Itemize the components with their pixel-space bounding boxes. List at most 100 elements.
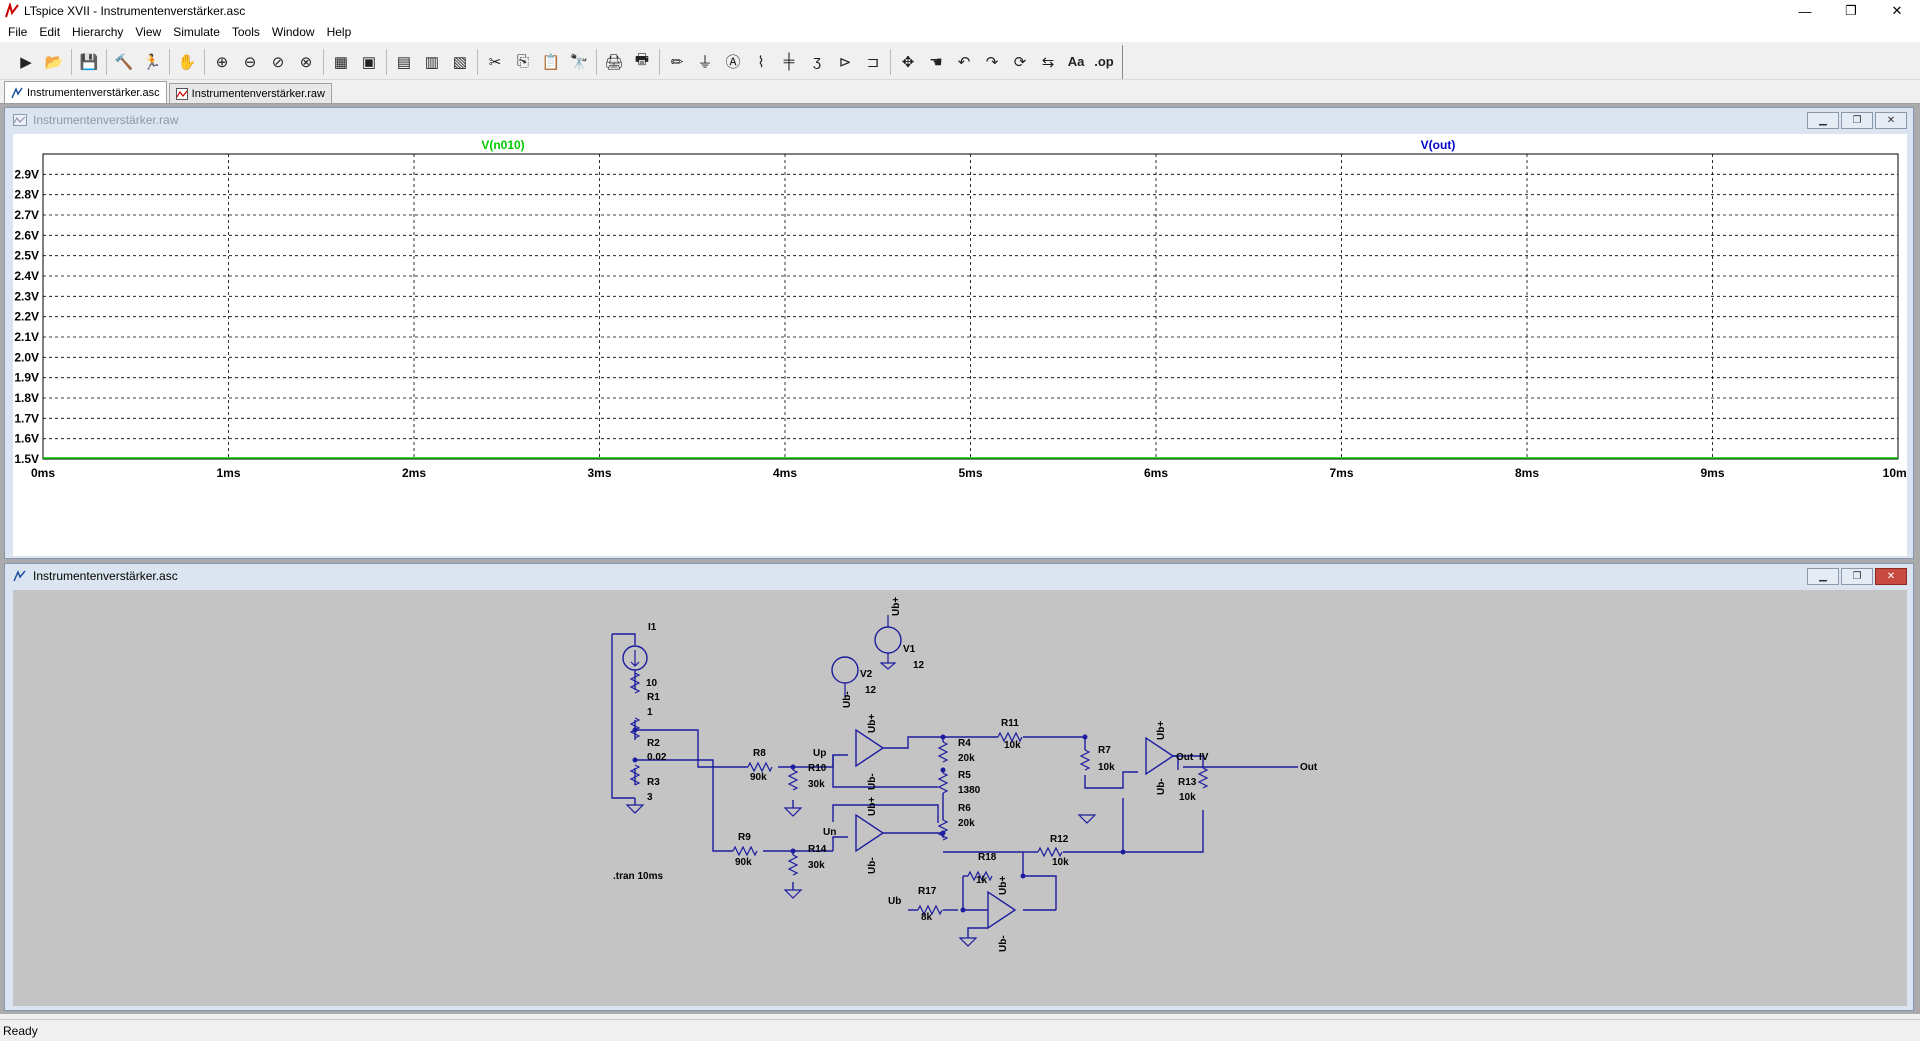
x-tick-label: 9ms: [1700, 466, 1724, 480]
value-r3: 3: [647, 792, 653, 803]
autorange-icon[interactable]: ▦: [333, 53, 349, 71]
net-ub-neg-u1: Ub-: [867, 773, 878, 790]
y-tick-label: 2.8V: [14, 188, 39, 202]
x-tick-label: 5ms: [958, 466, 982, 480]
label-r8: R8: [753, 748, 766, 759]
voltage-source-v2[interactable]: [831, 656, 859, 698]
minimize-button[interactable]: —: [1798, 3, 1812, 19]
spice-directive[interactable]: .tran 10ms: [613, 871, 663, 882]
move-icon[interactable]: ✥: [901, 53, 915, 71]
x-tick-label: 2ms: [402, 466, 426, 480]
restore-button[interactable]: ❐: [1845, 3, 1857, 18]
y-tick-label: 2.1V: [14, 330, 39, 344]
waveform-window-title: Instrumentenverstärker.raw: [33, 113, 179, 127]
schematic-icon: [13, 570, 26, 582]
tab-schematic[interactable]: Instrumentenverstärker.asc: [4, 81, 167, 103]
toolbar-separator: [169, 48, 170, 75]
schematic-minimize-button[interactable]: ▁: [1807, 568, 1839, 585]
text-icon[interactable]: Aa: [1067, 54, 1085, 69]
y-tick-label: 2.3V: [14, 289, 39, 303]
open-icon[interactable]: 📂: [44, 53, 64, 71]
tile-vertical-icon[interactable]: ▥: [424, 53, 440, 71]
control-panel-icon[interactable]: 🔨: [114, 53, 134, 71]
menu-hierarchy[interactable]: Hierarchy: [72, 25, 124, 39]
cascade-icon[interactable]: ▧: [452, 53, 468, 71]
drag-icon[interactable]: ☚: [929, 53, 943, 71]
diode-icon[interactable]: ⊳: [838, 53, 852, 71]
value-r14: 30k: [808, 860, 825, 871]
menu-help[interactable]: Help: [326, 25, 352, 39]
label-r2: R2: [647, 738, 660, 749]
spice-directive-icon[interactable]: .op: [1094, 54, 1114, 69]
cut-icon[interactable]: ✂: [488, 53, 502, 71]
net-out-local: Out: [1176, 752, 1194, 763]
net-ub-neg-u2: Ub-: [867, 857, 878, 874]
copy-icon[interactable]: ⎘: [516, 53, 529, 70]
paste-icon[interactable]: 📋: [541, 53, 561, 71]
save-icon[interactable]: 💾: [79, 53, 99, 71]
toolbar-separator: [596, 48, 597, 75]
fit-icon[interactable]: ▣: [361, 53, 377, 71]
redo-icon[interactable]: ↷: [985, 53, 999, 71]
print-icon[interactable]: 🖨: [604, 53, 624, 71]
ground-icon[interactable]: ⏚: [697, 54, 713, 71]
zoom-in-icon[interactable]: ⊕: [215, 53, 229, 71]
toolbar-separator: [106, 48, 107, 75]
halt-icon[interactable]: 🏃: [142, 53, 162, 71]
component-icon[interactable]: ⊐: [866, 53, 880, 71]
menu-tools[interactable]: Tools: [231, 25, 260, 39]
net-ub: Ub: [888, 896, 901, 907]
waveform-icon: [175, 87, 188, 100]
tab-waveform[interactable]: Instrumentenverstärker.raw: [168, 83, 332, 103]
waveform-close-button[interactable]: ✕: [1875, 112, 1907, 129]
menu-window[interactable]: Window: [271, 25, 315, 39]
mirror-icon[interactable]: ⇆: [1041, 53, 1055, 71]
menu-edit[interactable]: Edit: [39, 25, 61, 39]
capacitor-icon[interactable]: ╪: [783, 53, 795, 70]
schematic-pane[interactable]: I1 10 R1 1 R2 0.02 R3 3 V1 12 V2 12 R8 9…: [13, 590, 1907, 1006]
waveform-restore-button[interactable]: ❐: [1841, 112, 1873, 129]
schematic-window-title: Instrumentenverstärker.asc: [33, 569, 178, 583]
close-button[interactable]: ✕: [1891, 3, 1903, 18]
tile-horizontal-icon[interactable]: ▤: [396, 53, 412, 71]
voltage-source-v1[interactable]: [874, 615, 902, 670]
value-r13: 10k: [1179, 792, 1196, 803]
waveform-minimize-button[interactable]: ▁: [1807, 112, 1839, 129]
trace-legend-label[interactable]: V(out): [1421, 138, 1456, 152]
menu-view[interactable]: View: [135, 25, 162, 39]
x-tick-label: 4ms: [773, 466, 797, 480]
print-setup-icon[interactable]: 🖶: [634, 51, 650, 68]
rotate-icon[interactable]: ⟳: [1013, 53, 1027, 71]
value-r17: 8k: [921, 912, 933, 923]
y-tick-label: 1.5V: [14, 452, 39, 466]
waveform-plot[interactable]: 2.9V2.8V2.7V2.6V2.5V2.4V2.3V2.2V2.1V2.0V…: [13, 134, 1913, 556]
undo-icon[interactable]: ↶: [957, 53, 971, 71]
menu-simulate[interactable]: Simulate: [173, 25, 220, 39]
schematic-canvas[interactable]: I1 10 R1 1 R2 0.02 R3 3 V1 12 V2 12 R8 9…: [13, 590, 1907, 1006]
label-net-icon[interactable]: Ⓐ: [725, 54, 741, 71]
schematic-window[interactable]: Instrumentenverstärker.asc ▁ ❐ ✕: [4, 563, 1914, 1011]
y-tick-label: 1.8V: [14, 391, 39, 405]
pan-icon[interactable]: ✋: [177, 53, 197, 71]
draw-wire-icon[interactable]: ✏: [670, 53, 684, 71]
resistor-icon[interactable]: ⌇: [757, 53, 765, 71]
inductor-icon[interactable]: ʒ: [812, 53, 822, 70]
current-source-i1[interactable]: [622, 645, 648, 671]
grounds: [625, 804, 1097, 947]
toolbar-separator: [890, 48, 891, 75]
zoom-cancel-icon[interactable]: ⊗: [299, 53, 313, 71]
label-r9: R9: [738, 832, 751, 843]
schematic-icon: [11, 86, 23, 98]
find-icon[interactable]: 🔭: [569, 53, 589, 71]
run-icon[interactable]: ▶: [20, 53, 32, 71]
resistors: [629, 672, 1209, 916]
schematic-restore-button[interactable]: ❐: [1841, 568, 1873, 585]
trace-legend-label[interactable]: V(n010): [481, 138, 524, 152]
schematic-close-button[interactable]: ✕: [1875, 568, 1907, 585]
zoom-fit-icon[interactable]: ⊘: [271, 53, 285, 71]
menu-file[interactable]: File: [8, 25, 28, 39]
zoom-out-icon[interactable]: ⊖: [243, 53, 257, 71]
value-r7: 10k: [1098, 762, 1115, 773]
